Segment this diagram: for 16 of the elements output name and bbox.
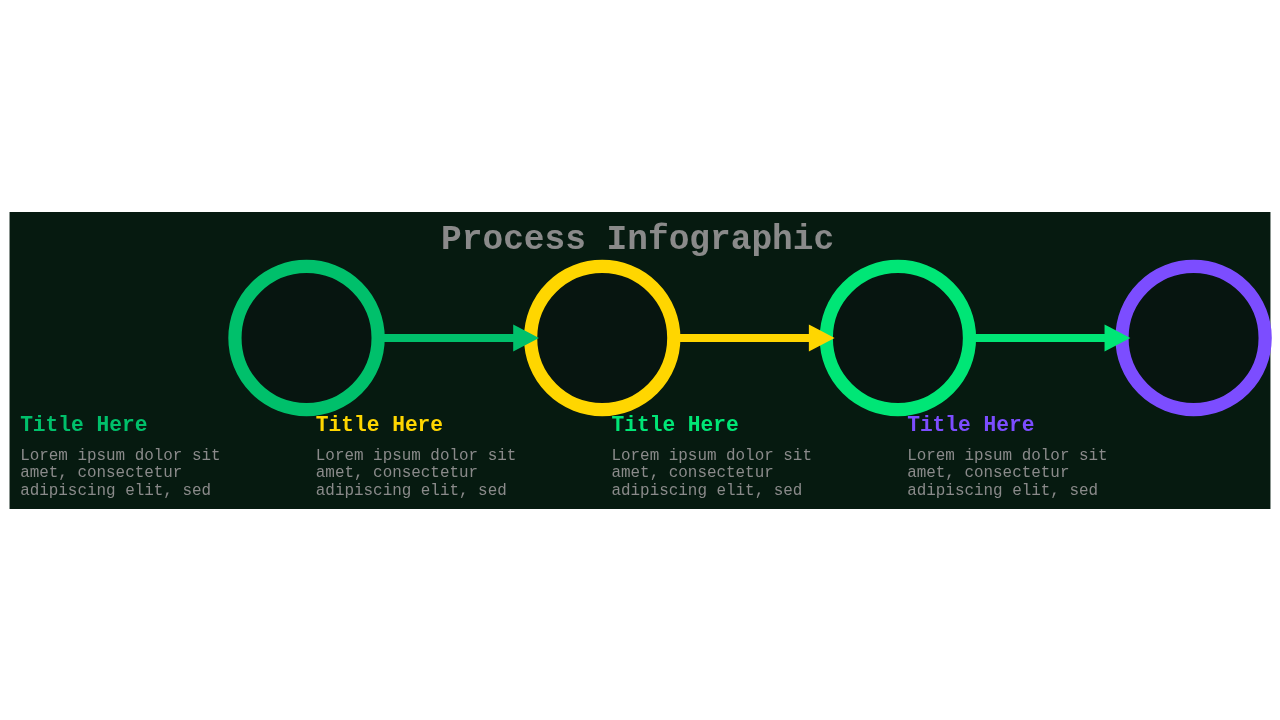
node-label: Lorem ipsum dolor sit amet, consectetur adipiscing elit, sed <box>907 446 1108 500</box>
node-label: Lorem ipsum dolor sit amet, consectetur adipiscing elit, sed <box>315 446 517 500</box>
node-circle <box>819 259 977 416</box>
node-circle <box>1115 259 1272 416</box>
node-label: Lorem ipsum dolor sit amet, consectetur adipiscing elit, sed <box>20 446 221 500</box>
arrow <box>674 323 835 351</box>
node-circle <box>228 259 385 416</box>
node-label: Title Here <box>20 412 148 437</box>
node-label: Title Here <box>611 412 739 437</box>
arrow <box>969 323 1131 351</box>
arrow <box>378 323 539 351</box>
node-circle <box>524 259 681 416</box>
node-label: Title Here <box>315 412 444 437</box>
node-label: Lorem ipsum dolor sit amet, consectetur adipiscing elit, sed <box>611 446 812 500</box>
node-label: Title Here <box>907 412 1035 437</box>
diagram-title: Process Infographic <box>441 219 835 259</box>
